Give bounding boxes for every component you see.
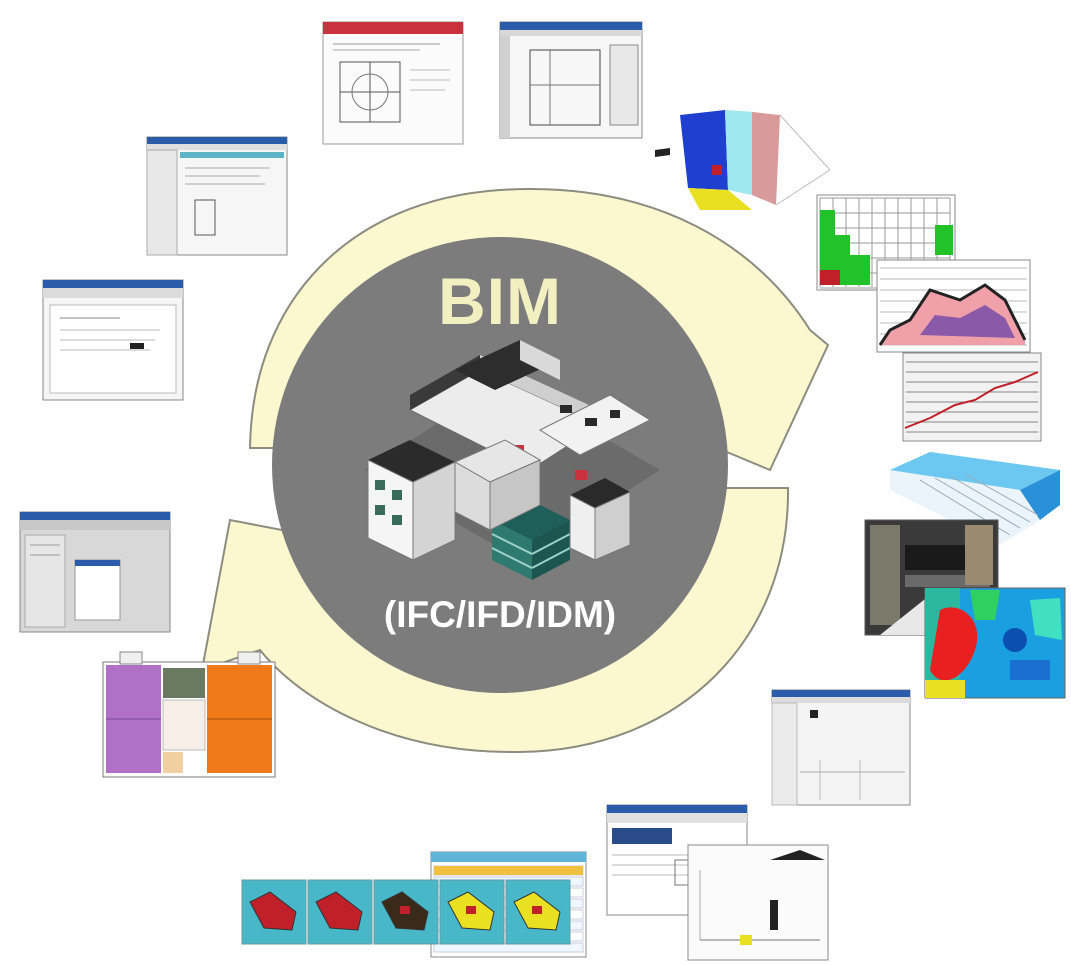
thumbnail-spec-document	[322, 21, 464, 145]
diagram-title: BIM	[438, 264, 562, 338]
thumbnail-model-sequence	[241, 879, 571, 945]
thumbnail-area-chart	[876, 259, 1031, 353]
thumbnail-3d-room	[655, 110, 831, 210]
building-model-icon	[365, 340, 660, 580]
thumbnail-heat-map	[924, 587, 1066, 699]
thumbnail-app-window-3	[771, 689, 911, 806]
thumbnail-cad-plan	[499, 21, 643, 139]
thumbnail-app-window-1	[146, 136, 288, 256]
thumbnail-line-chart	[902, 352, 1042, 442]
thumbnail-app-window-2	[42, 279, 184, 401]
diagram-subtitle: (IFC/IFD/IDM)	[383, 594, 617, 635]
thumbnail-floor-plan	[102, 651, 276, 778]
thumbnail-dialog-window	[19, 511, 171, 633]
thumbnail-section-drawing	[687, 844, 829, 961]
